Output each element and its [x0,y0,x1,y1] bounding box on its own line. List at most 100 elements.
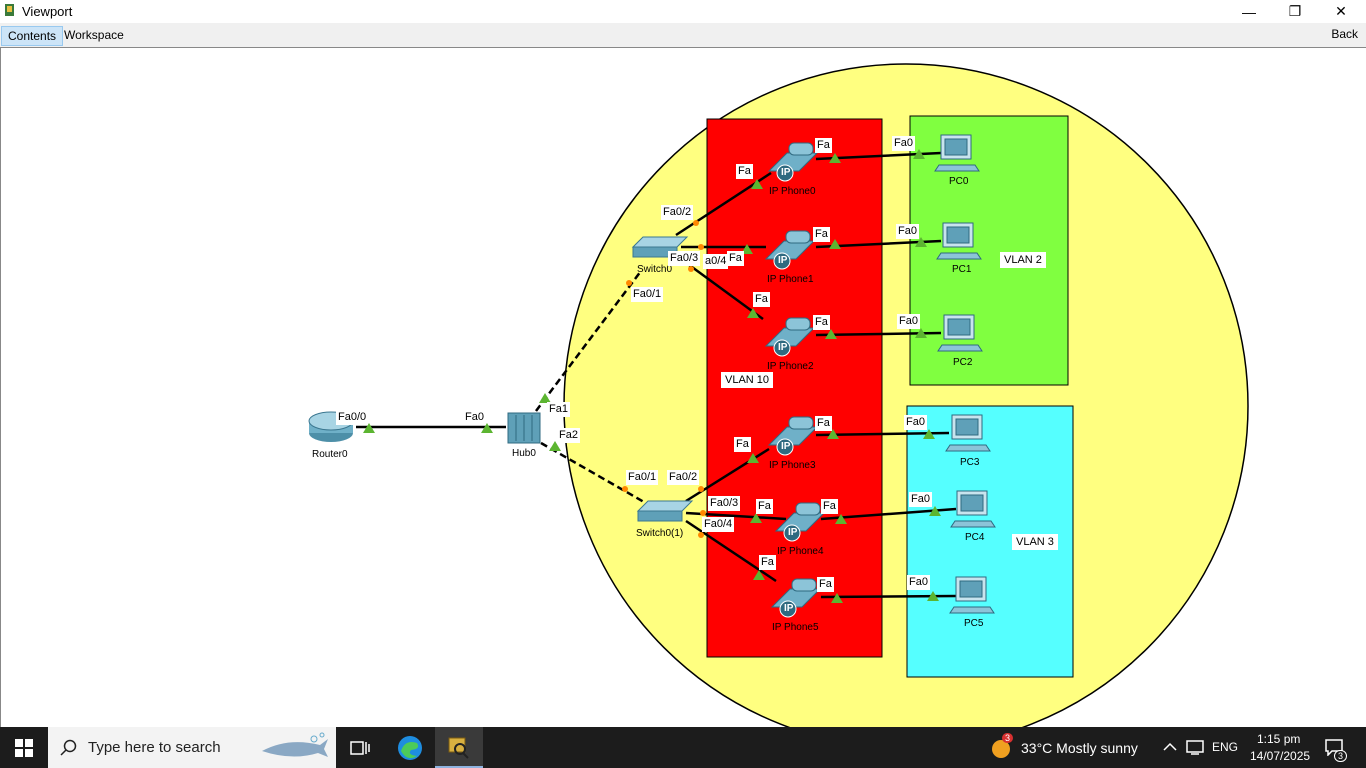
switch-icon[interactable] [631,236,689,258]
close-button[interactable]: ✕ [1335,3,1347,19]
port-label: Fa0 [909,492,932,507]
port-label: Fa0 [897,314,920,329]
network-icon[interactable] [1186,739,1204,755]
vlan10-area[interactable] [706,118,883,658]
ip-badge: IP [778,342,788,353]
packet-tracer-taskbar-button[interactable] [435,727,483,768]
search-placeholder: Type here to search [88,739,221,756]
chevron-up-icon[interactable] [1163,741,1177,753]
tab-workspace[interactable]: Workspace [64,28,124,42]
weather-icon [992,740,1010,758]
search-box[interactable]: Type here to search [48,727,336,768]
port-label: Fa0/4 [702,517,735,532]
start-button[interactable] [0,727,48,768]
port-label: Fa [815,416,832,431]
pc1-label: PC1 [952,264,972,275]
switch0-label: Switch0 [637,264,673,275]
search-icon [60,739,77,756]
port-label: Fa0 [904,415,927,430]
port-label: Fa0 [907,575,930,590]
weather-text[interactable]: 33°C Mostly sunny [1021,740,1138,756]
clock-time[interactable]: 1:15 pm [1257,732,1301,746]
ip-badge: IP [784,603,794,614]
port-label: Fa0 [896,224,919,239]
task-view-icon [350,740,370,755]
tab-contents[interactable]: Contents [1,26,64,46]
notification-icon[interactable] [1324,738,1344,756]
port-label: Fa [727,251,744,266]
edge-icon [398,735,422,760]
switch01-label: Switch0(1) [636,528,684,539]
ip-badge: IP [781,441,791,452]
restore-button[interactable]: ❐ [1288,3,1302,19]
notification-count: 3 [1334,750,1348,762]
router0-label: Router0 [312,449,348,460]
ip-phone5-label: IP Phone5 [772,622,819,633]
ip-badge: IP [781,167,791,178]
port-label: Fa1 [547,402,570,417]
port-label: Fa [813,315,830,330]
link-up-indicators [363,149,941,603]
window-title: Viewport [22,4,73,19]
packet-tracer-icon [448,737,469,759]
pc5-label: PC5 [964,618,984,629]
pc0-label: PC0 [949,176,969,187]
port-label: Fa [753,292,770,307]
port-label: Fa [813,227,830,242]
port-label: Fa2 [557,428,580,443]
port-label: a0/4 [703,254,729,269]
port-label: Fa0/3 [668,251,701,266]
port-label: Fa0/2 [667,470,700,485]
ip-phone3-label: IP Phone3 [769,460,816,471]
port-label: Fa0/0 [336,410,369,425]
ip-phone-icons[interactable] [764,142,826,618]
ip-badge: IP [778,255,788,266]
ip-badge: IP [788,527,798,538]
network-canvas[interactable]: IP IP IP IP IP IP Router0 Hub0 Switch0 S… [0,47,1366,727]
weather-badge: 3 [1002,733,1014,743]
menu-bar: Contents Workspace Back [0,23,1366,48]
port-label: Fa [821,499,838,514]
pc2-label: PC2 [953,357,973,368]
port-label: Fa [734,437,751,452]
pc3-label: PC3 [960,457,980,468]
clock-date[interactable]: 14/07/2025 [1250,749,1311,763]
port-label: Fa [815,138,832,153]
switch-icon[interactable] [636,500,694,522]
packet-tracer-icon [5,4,14,16]
task-view-button[interactable] [336,727,384,768]
minimize-button[interactable]: — [1242,3,1256,20]
vlan2-label: VLAN 2 [1000,252,1046,268]
pc-icons[interactable] [934,134,996,614]
vlan3-label: VLAN 3 [1012,534,1058,550]
port-label: Fa0/3 [708,496,741,511]
taskbar: Type here to search 3 33°C Mostly sunny … [0,727,1366,768]
language-indicator[interactable]: ENG [1212,740,1239,754]
ip-phone2-label: IP Phone2 [767,361,814,372]
port-label: Fa0 [892,136,915,151]
port-label: Fa [759,555,776,570]
port-label: Fa0/2 [661,205,694,220]
port-label: Fa [817,577,834,592]
port-indicators [622,220,706,538]
hub0-label: Hub0 [512,448,536,459]
shark-icon [262,732,328,757]
hub-icon[interactable] [507,412,541,444]
topology-drawing [308,63,1249,727]
pc4-label: PC4 [965,532,985,543]
title-bar: Viewport — ❐ ✕ [0,0,1366,23]
vlan2-area[interactable] [909,115,1069,386]
edge-button[interactable] [386,727,434,768]
port-label: Fa0/1 [626,470,659,485]
area-circle [563,63,1249,727]
port-label: Fa0 [463,410,486,425]
ip-phone1-label: IP Phone1 [767,274,814,285]
ip-phone0-label: IP Phone0 [769,186,816,197]
port-label: Fa [736,164,753,179]
vlan10-label: VLAN 10 [721,372,774,388]
ip-phone4-label: IP Phone4 [777,546,824,557]
back-button[interactable]: Back [1331,27,1358,41]
port-label: Fa0/1 [631,287,664,302]
port-label: Fa [756,499,773,514]
windows-logo-icon [15,738,33,757]
